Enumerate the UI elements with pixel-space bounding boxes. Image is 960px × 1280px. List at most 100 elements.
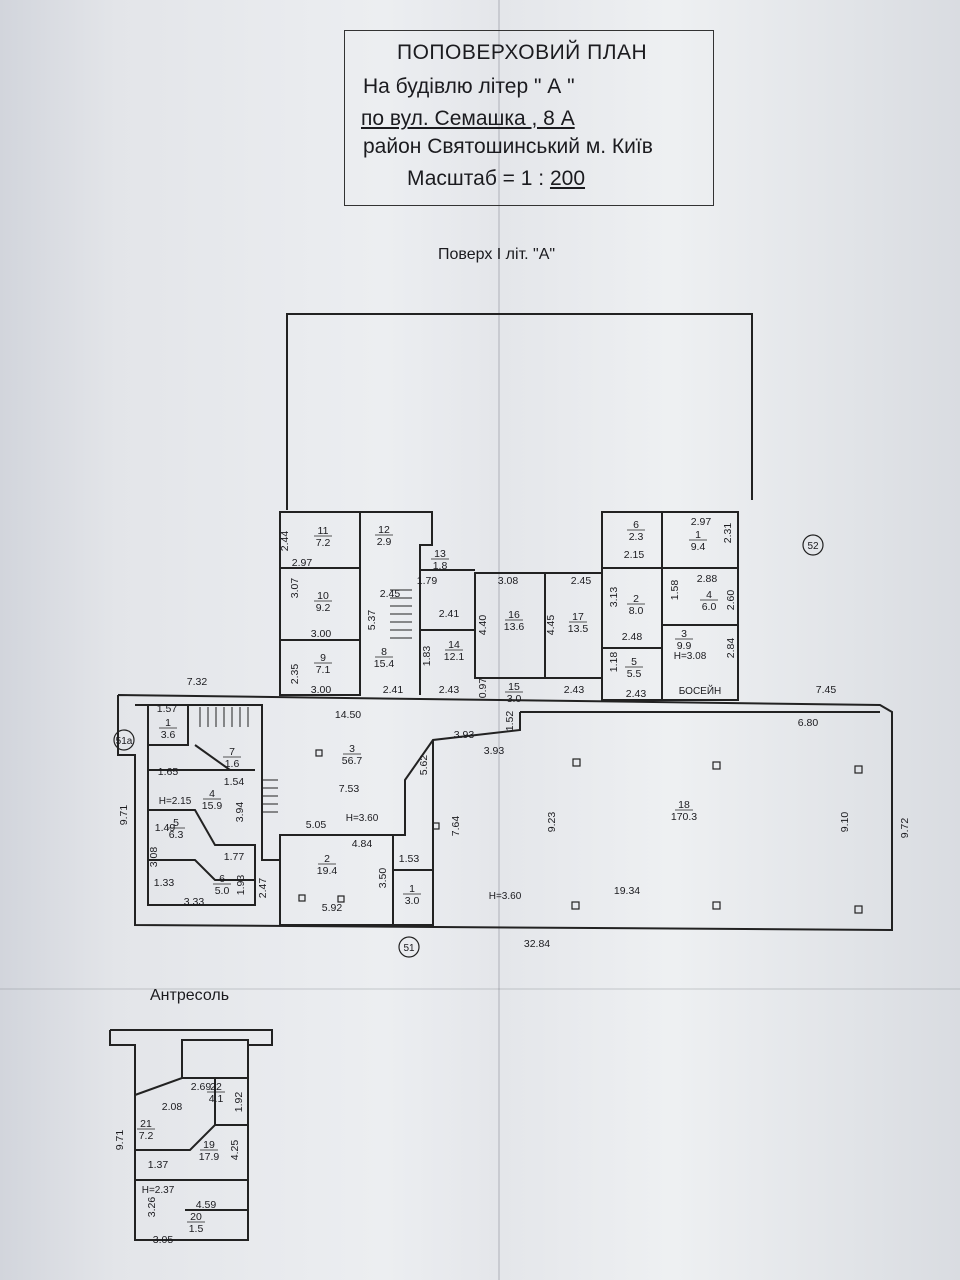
room-number: 22: [210, 1081, 222, 1093]
stair-corridor: [390, 589, 412, 639]
stair-hall: [262, 779, 278, 813]
room-number: 11: [318, 525, 329, 537]
wall-main-outer: [117, 694, 893, 932]
axis-marker: 51а: [113, 729, 135, 751]
mezzanine-hall: [181, 1039, 249, 1079]
room-area: 2.3: [629, 531, 644, 543]
room-area: 15.9: [202, 800, 223, 812]
dimension-value: 1.83: [421, 646, 433, 667]
wall-corridor: [360, 511, 433, 695]
ceiling-height: H=3.08: [674, 651, 707, 662]
dimension-value: 3.33: [184, 896, 205, 908]
room-area: 7.1: [316, 664, 331, 676]
dimension-value: 3.93: [484, 745, 505, 757]
dimension-value: 9.71: [114, 1130, 126, 1151]
dimension-value: 0.97: [477, 678, 489, 699]
room-area: 1.8: [433, 560, 448, 572]
dimension-value: 2.97: [691, 516, 712, 528]
dimension-value: 7.64: [450, 816, 462, 837]
dimension-value: 9.10: [839, 812, 851, 833]
dimension-value: 1.79: [417, 575, 438, 587]
room-label: 117.2: [314, 525, 332, 549]
room-number: 17: [572, 611, 584, 623]
room-number: 4: [209, 788, 215, 800]
axis-marker: 52: [802, 534, 824, 556]
scale: Масштаб = 1 : 200: [407, 163, 585, 195]
dimension-value: 3.08: [148, 847, 160, 868]
room-label: 415.9: [202, 788, 223, 812]
room-number: 21: [140, 1118, 152, 1130]
room-number: 18: [678, 799, 690, 811]
ceiling-height: H=2.15: [159, 796, 192, 807]
dimension-value: 2.48: [622, 631, 643, 643]
room-area: 8.0: [629, 605, 644, 617]
dimension-value: 9.23: [546, 812, 558, 833]
dimension-value: 4.59: [196, 1199, 217, 1211]
dimension-value: 5.37: [366, 610, 378, 631]
room-area: 56.7: [342, 755, 363, 767]
wall-room-1a: [147, 704, 189, 746]
dimension-value: 3.00: [311, 628, 332, 640]
dimension-value: 3.94: [234, 802, 246, 823]
room-area: 1.6: [225, 758, 240, 770]
paper-fold-vertical: [498, 0, 500, 1280]
dimension-value: 2.41: [439, 608, 460, 620]
room-area: 4.1: [209, 1093, 224, 1105]
dimension-value: 1.58: [669, 580, 681, 601]
dimension-value: 7.32: [187, 676, 208, 688]
room-label: 153.0: [505, 681, 523, 705]
dimension-value: 3.05: [153, 1234, 174, 1246]
room-number: 1: [165, 717, 171, 729]
dimension-value: 2.45: [571, 575, 592, 587]
dimension-value: 7.53: [339, 783, 360, 795]
dimension-value: 9.71: [118, 805, 130, 826]
scale-prefix: Масштаб = 1 :: [407, 167, 550, 190]
room-area: 19.4: [317, 865, 338, 877]
room-number: 1: [695, 529, 701, 541]
room-number: 9: [320, 652, 326, 664]
axis-label: 51: [403, 943, 415, 954]
dimension-value: 14.50: [335, 709, 361, 721]
dimension-value: 9.72: [899, 818, 911, 839]
wall-right-block: [601, 511, 739, 701]
room-area: 3.6: [161, 729, 176, 741]
dimension-value: 4.84: [352, 838, 373, 850]
room-number: 16: [508, 609, 520, 621]
room-number: 14: [448, 639, 460, 651]
dimension-value: 32.84: [524, 938, 550, 950]
dimension-value: 2.43: [626, 688, 647, 700]
room-area: 170.3: [671, 811, 697, 823]
dimension-value: 5.62: [418, 755, 430, 776]
room-number: 5: [173, 817, 179, 829]
room-area: 9.4: [691, 541, 706, 553]
dimension-value: 2.69: [191, 1081, 212, 1093]
dimension-value: 3.26: [146, 1197, 158, 1218]
column: [315, 749, 323, 757]
room-label: 65.0: [213, 873, 231, 897]
dimension-value: 2.97: [292, 557, 313, 569]
room-label: 46.0: [700, 589, 718, 613]
mezzanine-walls: [109, 1029, 273, 1241]
room-area: 13.6: [504, 621, 525, 633]
axis-circle: [113, 729, 135, 751]
wall-left-wing-rooms: [147, 745, 256, 906]
room-area: 7.2: [316, 537, 331, 549]
dimension-value: 2.43: [564, 684, 585, 696]
dimension-value: 1.65: [158, 766, 179, 778]
dimension-value: 3.50: [377, 868, 389, 889]
room-number: 5: [631, 656, 637, 668]
courtyard-outline: [286, 313, 753, 510]
district: район Святошинський м. Київ: [363, 135, 653, 158]
title-block: ПОПОВЕРХОВИЙ ПЛАН На будівлю літер " А "…: [344, 30, 714, 206]
dimension-value: 4.25: [229, 1140, 241, 1161]
wall-block-left-rooms: [279, 511, 361, 696]
wall-room-1b: [392, 869, 434, 926]
room-label: 71.6: [223, 746, 241, 770]
room-area: 6.0: [702, 601, 717, 613]
room-label: 219.4: [317, 853, 338, 877]
dimension-value: 3.93: [454, 729, 475, 741]
